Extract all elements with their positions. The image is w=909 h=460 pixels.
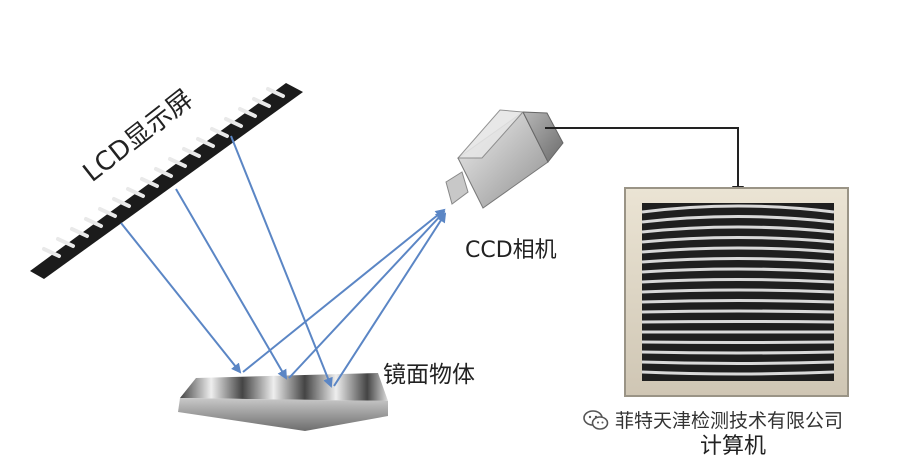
signal-arrow xyxy=(545,127,744,198)
watermark-text: 菲特天津检测技术有限公司 xyxy=(615,410,844,432)
incident-ray-1 xyxy=(120,222,242,374)
wechat-icon xyxy=(583,409,609,430)
watermark: 菲特天津检测技术有限公司 xyxy=(583,406,843,433)
lcd-display xyxy=(30,83,303,279)
mirror-object xyxy=(178,373,388,431)
light-rays xyxy=(120,135,447,388)
incident-ray-3 xyxy=(230,135,333,388)
monitor-icon xyxy=(624,187,849,397)
incident-ray-2 xyxy=(175,188,288,380)
reflected-ray-2 xyxy=(288,210,446,379)
reflected-ray-3 xyxy=(333,212,447,387)
camera-icon xyxy=(445,109,564,209)
reflected-ray-1 xyxy=(242,208,446,373)
ccd-camera-label: CCD相机 xyxy=(465,238,557,263)
mirror-object-label: 镜面物体 xyxy=(383,362,475,388)
computer-label: 计算机 xyxy=(700,434,767,459)
